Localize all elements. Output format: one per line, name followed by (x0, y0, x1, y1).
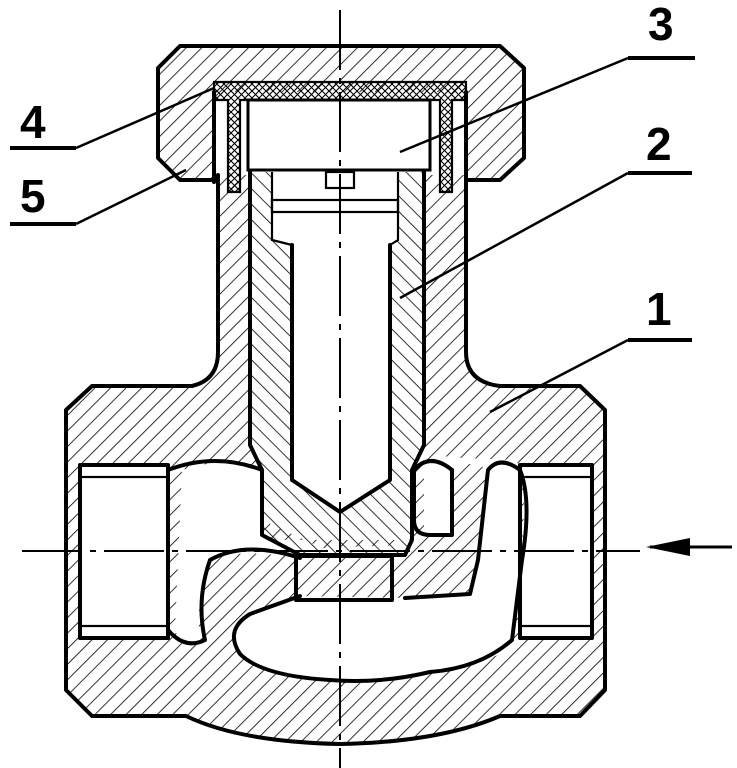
center-lines (22, 10, 640, 768)
callout-5: 5 (10, 168, 187, 226)
valve-plug (248, 170, 426, 602)
callout-1: 1 (489, 283, 692, 414)
flow-arrow (646, 538, 732, 556)
callout-4: 4 (10, 86, 215, 150)
callout-label-4: 4 (20, 96, 46, 148)
callout-label-2: 2 (646, 118, 672, 170)
valve-seal (212, 80, 468, 194)
callout-3: 3 (399, 0, 695, 154)
callout-2: 2 (399, 118, 692, 300)
callout-label-5: 5 (20, 170, 46, 222)
callout-label-3: 3 (648, 0, 674, 50)
valve-body (64, 173, 607, 746)
callout-label-1: 1 (646, 283, 672, 335)
